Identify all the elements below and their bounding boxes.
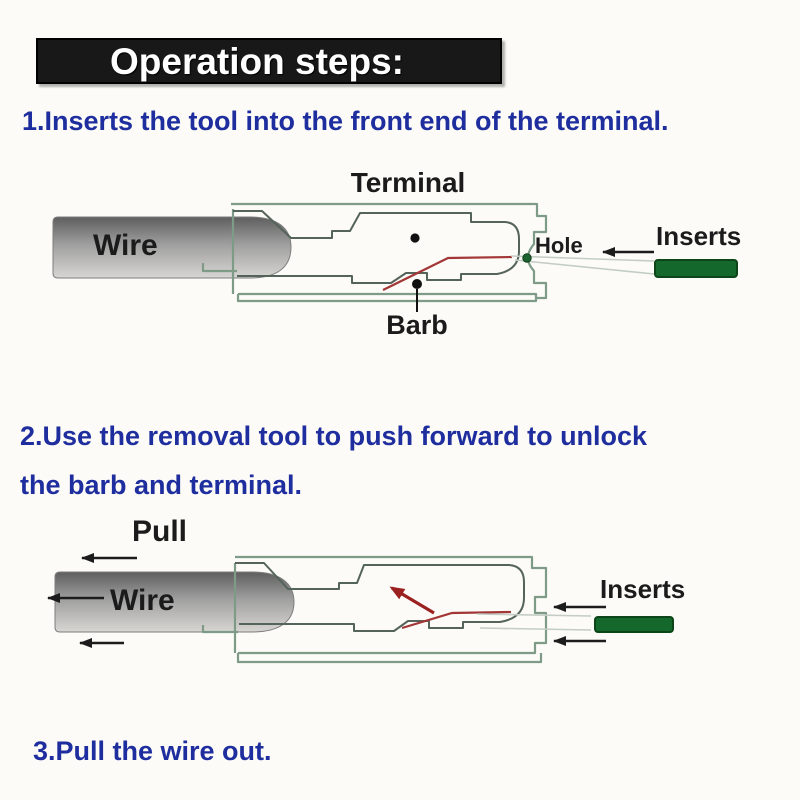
insert-tool xyxy=(654,259,738,278)
step-2-caption: 2.Use the removal tool to push forward t… xyxy=(20,412,647,510)
pull-arrow-icons xyxy=(47,553,606,648)
terminal-label: Terminal xyxy=(350,167,466,198)
barb-dot xyxy=(412,279,422,289)
step-2-line-1: 2.Use the removal tool to push forward t… xyxy=(20,421,648,451)
terminal-contact-profile xyxy=(233,210,520,284)
barb-label: Barb xyxy=(386,310,448,340)
insert-tool xyxy=(594,616,674,633)
pull-label: Pull xyxy=(132,515,188,548)
inserts-label: Inserts xyxy=(656,221,742,251)
diagram-step1-illustration: Terminal Wire Hole Inserts Barb xyxy=(0,165,800,345)
hole-label: Hole xyxy=(535,233,583,258)
diagram-step2-drawing xyxy=(47,553,674,664)
wire-shape xyxy=(52,216,292,279)
tool-needle-lines xyxy=(476,613,592,631)
diagram-step1-drawing xyxy=(52,202,738,312)
wire-label: Wire xyxy=(93,229,158,262)
tool-needle-lines xyxy=(510,255,655,275)
barb-line xyxy=(382,255,513,291)
terminal-contact-profile xyxy=(235,562,525,632)
wire-label: Wire xyxy=(110,584,175,617)
step-3-caption: 3.Pull the wire out. xyxy=(33,736,272,766)
diagram-step2-illustration: Pull Wire Inserts xyxy=(0,505,800,680)
page-title: Operation steps: xyxy=(110,41,404,82)
terminal-outline xyxy=(201,555,548,664)
header-bar: Operation steps: xyxy=(36,38,502,84)
step-2-line-2: the barb and terminal. xyxy=(20,470,303,500)
unlock-push-arrow-icon xyxy=(389,586,435,615)
barb-line xyxy=(401,610,512,630)
hole-dot xyxy=(522,253,532,263)
step-1-caption: 1.Inserts the tool into the front end of… xyxy=(22,106,669,136)
inserts-label: Inserts xyxy=(600,574,686,604)
terminal-dot xyxy=(410,233,420,243)
